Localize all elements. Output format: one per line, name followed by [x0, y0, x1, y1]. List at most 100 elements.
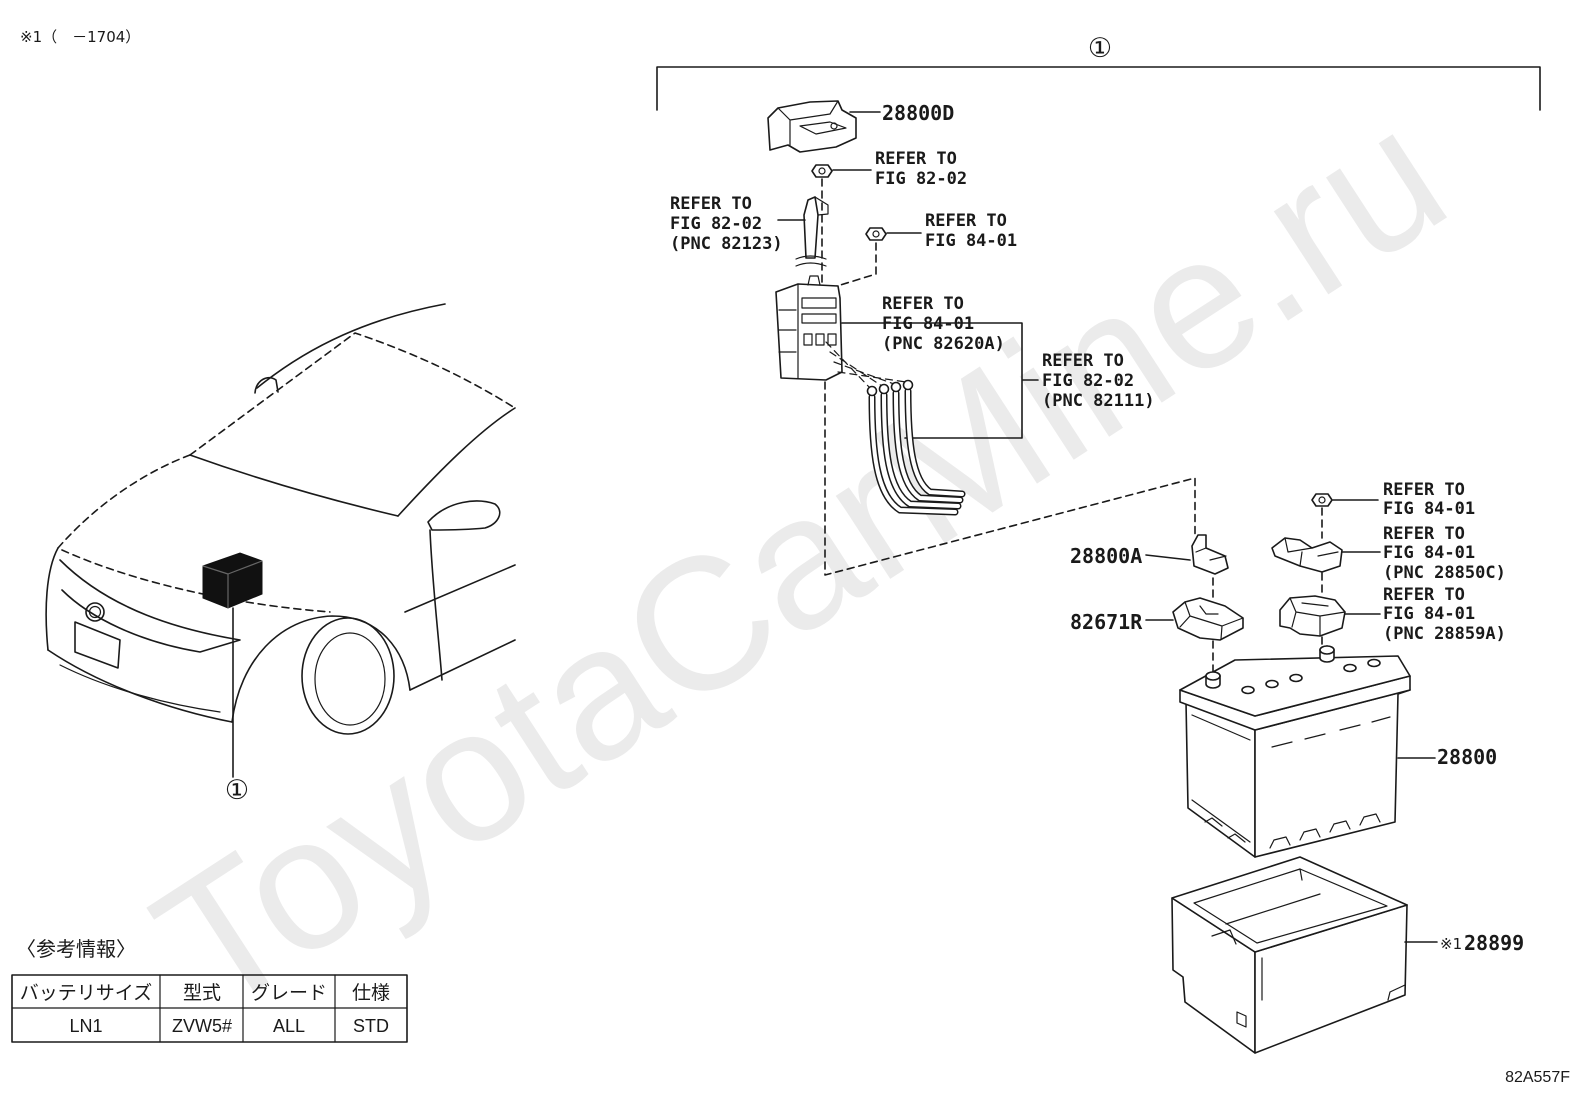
cable-ring-terminal	[878, 383, 890, 395]
cable-wire-core	[870, 395, 957, 514]
battery-cell-cap	[1343, 663, 1357, 673]
terminal-body	[1271, 537, 1343, 573]
clamp-body	[1191, 534, 1229, 575]
nut-hex	[1311, 493, 1333, 507]
ref-2-line-2: FIG 84-01	[925, 231, 1017, 251]
battery-location-box-edge	[202, 560, 263, 609]
bracket-tab	[814, 196, 829, 216]
cable-ring-terminal	[866, 385, 878, 397]
holder-drawing	[1145, 577, 1244, 673]
ref-6-line-2: FIG 84-01	[1383, 543, 1475, 563]
table-header-grade: グレード	[251, 982, 327, 1004]
tray-step	[1211, 929, 1237, 945]
tray-bottom-detail	[1387, 984, 1406, 1001]
fuse-block-terminal	[815, 333, 825, 346]
battery-positive-post-top	[1319, 645, 1335, 655]
car-antenna	[254, 376, 279, 394]
table-header-model: 型式	[183, 982, 221, 1004]
car-hood-side-line	[61, 549, 331, 613]
battery-vents	[1271, 716, 1391, 748]
holder-body	[1172, 597, 1244, 641]
applicability-note: ※1（ －1704）	[20, 28, 140, 46]
car-fender-line	[404, 564, 516, 613]
ref-3-line-3: (PNC 82620A)	[882, 334, 1005, 354]
table-grid	[11, 974, 408, 1043]
nut-hole	[818, 167, 826, 175]
part-number-cover: 28800D	[882, 101, 954, 125]
fuse-to-clamp-dashed-line	[824, 381, 1196, 576]
battery-cell-cap	[1265, 679, 1279, 689]
car-emblem	[85, 602, 105, 622]
ref-1-line-2: FIG 82-02	[670, 214, 762, 234]
car-a-pillar	[397, 407, 516, 517]
battery-base-ribs	[1204, 813, 1381, 849]
reference-info-table	[11, 974, 408, 1043]
tray-floor-line	[1225, 868, 1321, 925]
nut-right-drawing	[1311, 493, 1379, 653]
car-bumper-lower	[47, 649, 233, 723]
cable-ring-terminal	[890, 381, 902, 393]
battery-cell-cap	[1241, 685, 1255, 695]
ref-1-line-1: REFER TO	[670, 194, 752, 214]
cable-ring-terminal	[902, 379, 914, 391]
car-wheel	[301, 617, 395, 735]
terminal-cover-drawing	[1279, 595, 1381, 637]
terminal-detail	[1284, 537, 1339, 567]
part-number-battery: 28800	[1437, 745, 1497, 769]
fuse-block-tab	[807, 275, 821, 286]
nut-middle-drawing	[833, 227, 922, 288]
cover-ridge	[777, 100, 839, 146]
clamp-drawing	[1145, 534, 1229, 575]
cover-slot	[799, 121, 847, 135]
assembly-marker: ①	[1088, 33, 1112, 64]
car-nose	[45, 547, 59, 651]
fuse-block-terminal	[827, 333, 837, 346]
cable-wire-core	[882, 393, 960, 508]
ref-7-line-2: FIG 84-01	[1383, 604, 1475, 624]
car-side-mirror	[427, 500, 501, 531]
table-cell-grade: ALL	[273, 1016, 305, 1036]
car-cowl-line	[189, 454, 399, 517]
cable-wire-core	[906, 389, 964, 496]
ref-7-line-3: (PNC 28859A)	[1383, 624, 1506, 644]
ref-7-line-1: REFER TO	[1383, 585, 1465, 605]
car-drawing	[45, 303, 516, 778]
ref-1-line-3: (PNC 82123)	[670, 234, 783, 254]
part-number-holder: 82671R	[1070, 610, 1143, 634]
battery-drawing	[1179, 645, 1436, 858]
car-emblem-inner	[88, 605, 102, 619]
nut-hex	[811, 164, 833, 178]
ref-0-line-2: FIG 82-02	[875, 169, 967, 189]
nut-hex	[865, 227, 887, 241]
figure-id: 82A557F	[1505, 1069, 1570, 1086]
car-rocker-line	[409, 639, 516, 691]
tray-top-rim	[1171, 856, 1408, 953]
tray-mark	[1236, 957, 1263, 1028]
car-bumper-intake	[59, 664, 221, 713]
table-header-spec: 仕様	[352, 982, 390, 1004]
fuse-block-slot	[801, 297, 837, 309]
cable-wire-core	[894, 391, 962, 502]
ref-4-line-2: FIG 82-02	[1042, 371, 1134, 391]
cable-dashed-link	[825, 341, 907, 389]
tray-cavity	[1193, 868, 1388, 944]
bracket-line	[656, 66, 1541, 111]
battery-cell-cap	[1367, 658, 1381, 668]
nut-top-drawing	[811, 164, 872, 289]
bracket-break-line	[795, 255, 827, 267]
fuse-block-side-detail	[778, 309, 797, 353]
car-license-plate	[74, 621, 121, 669]
part-number-tray: 28899	[1464, 931, 1524, 955]
part-note-tray: ※1	[1440, 935, 1462, 953]
cable-drawing	[825, 341, 966, 516]
fuse-block-slot	[801, 313, 837, 324]
battery-cell-cap	[1289, 673, 1303, 683]
ref-4-line-1: REFER TO	[1042, 351, 1124, 371]
car-door-line	[429, 529, 443, 681]
holder-detail	[1179, 601, 1244, 640]
table-cell-battery-size: LN1	[69, 1016, 102, 1036]
ref-2-line-1: REFER TO	[925, 211, 1007, 231]
ref-5-line-2: FIG 84-01	[1383, 499, 1475, 519]
nut-middle-dashed-line	[833, 242, 877, 288]
